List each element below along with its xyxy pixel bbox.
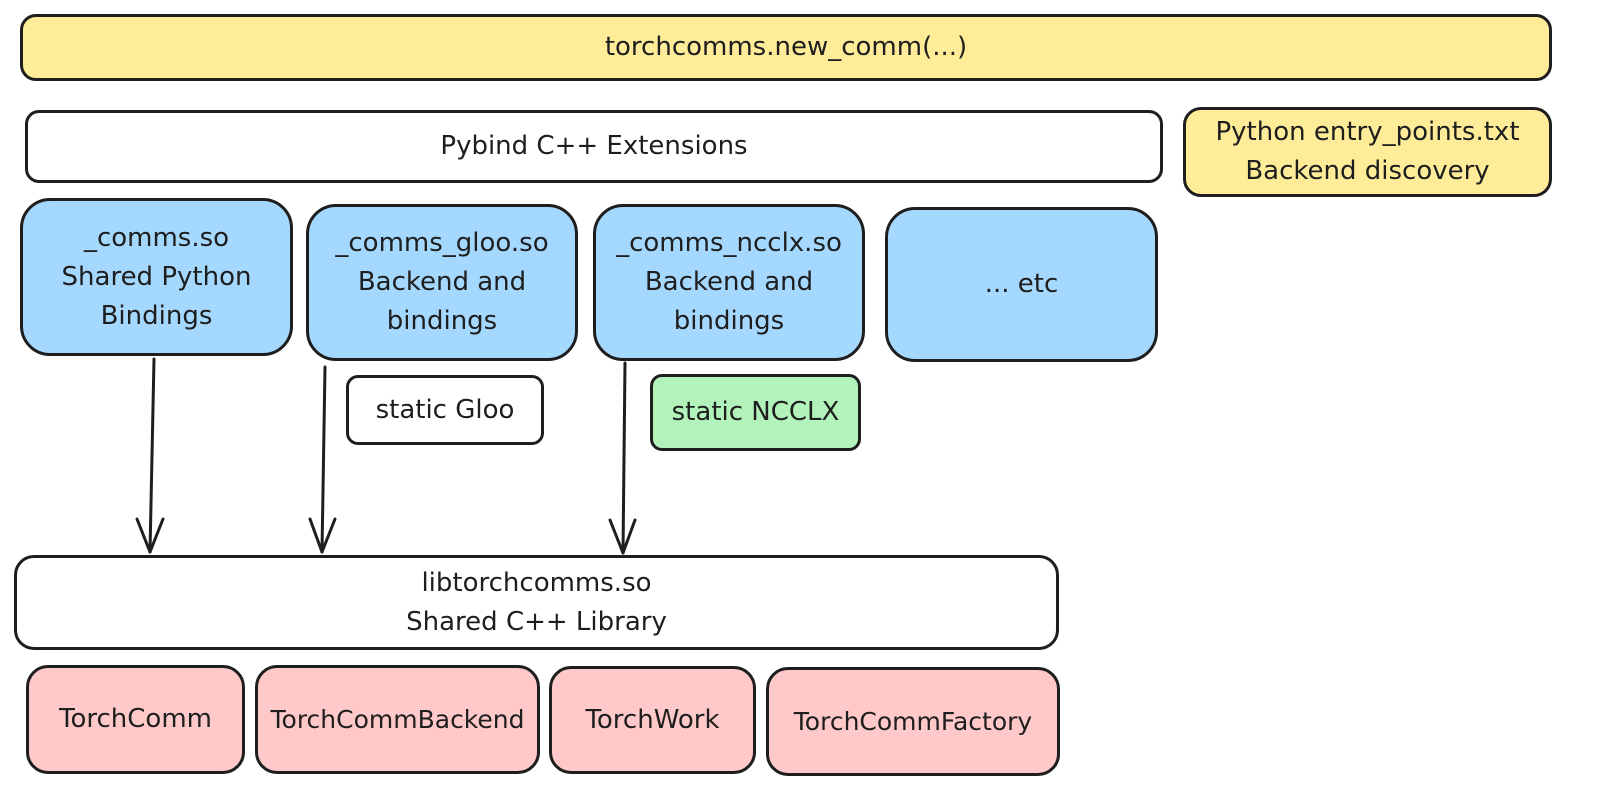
new-comm-api-label: torchcomms.new_comm(...) xyxy=(604,32,968,62)
comms-so-name: _comms.so xyxy=(83,222,230,253)
class-torchwork-box: TorchWork xyxy=(549,666,756,774)
arrow-gloo-to-lib xyxy=(308,365,337,554)
static-gloo-box: static Gloo xyxy=(346,375,544,445)
comms-gloo-so-desc-1: Backend and xyxy=(357,267,527,297)
entry-points-line-2: Backend discovery xyxy=(1245,156,1490,186)
arrow-ncclx-to-lib xyxy=(608,361,637,555)
entry-points-box: Python entry_points.txt Backend discover… xyxy=(1183,107,1552,197)
static-ncclx-box: static NCCLX xyxy=(650,374,861,451)
static-gloo-label: static Gloo xyxy=(375,394,515,425)
static-ncclx-label: static NCCLX xyxy=(671,397,840,427)
libtorchcomms-name: libtorchcomms.so xyxy=(421,567,652,598)
libtorchcomms-box: libtorchcomms.so Shared C++ Library xyxy=(14,555,1059,650)
comms-ncclx-so-box: _comms_ncclx.so Backend and bindings xyxy=(593,204,865,361)
comms-gloo-so-desc-2: bindings xyxy=(386,306,498,336)
comms-so-box: _comms.so Shared Python Bindings xyxy=(20,198,293,356)
etc-module-box: ... etc xyxy=(885,207,1158,362)
comms-ncclx-so-desc-2: bindings xyxy=(673,306,785,336)
comms-so-desc-2: Bindings xyxy=(100,300,213,331)
pybind-extensions-label: Pybind C++ Extensions xyxy=(440,131,748,161)
class-torchcommfactory-box: TorchCommFactory xyxy=(766,667,1060,776)
comms-ncclx-so-desc-1: Backend and xyxy=(644,267,814,297)
comms-ncclx-so-name: _comms_ncclx.so xyxy=(616,228,842,258)
class-torchcommfactory-label: TorchCommFactory xyxy=(793,707,1033,736)
pybind-extensions-box: Pybind C++ Extensions xyxy=(25,110,1163,183)
etc-module-label: ... etc xyxy=(984,269,1059,299)
new-comm-api-box: torchcomms.new_comm(...) xyxy=(20,14,1552,81)
comms-gloo-so-box: _comms_gloo.so Backend and bindings xyxy=(306,204,578,361)
entry-points-line-1: Python entry_points.txt xyxy=(1215,117,1520,147)
class-torchcomm-box: TorchComm xyxy=(26,665,245,774)
arrow-comms-to-lib xyxy=(135,357,165,554)
comms-gloo-so-name: _comms_gloo.so xyxy=(335,228,549,258)
comms-so-desc-1: Shared Python xyxy=(61,261,252,292)
libtorchcomms-desc: Shared C++ Library xyxy=(406,606,667,637)
class-torchcommbackend-label: TorchCommBackend xyxy=(270,705,525,734)
class-torchwork-label: TorchWork xyxy=(585,704,720,735)
class-torchcomm-label: TorchComm xyxy=(59,704,212,734)
class-torchcommbackend-box: TorchCommBackend xyxy=(255,665,540,774)
